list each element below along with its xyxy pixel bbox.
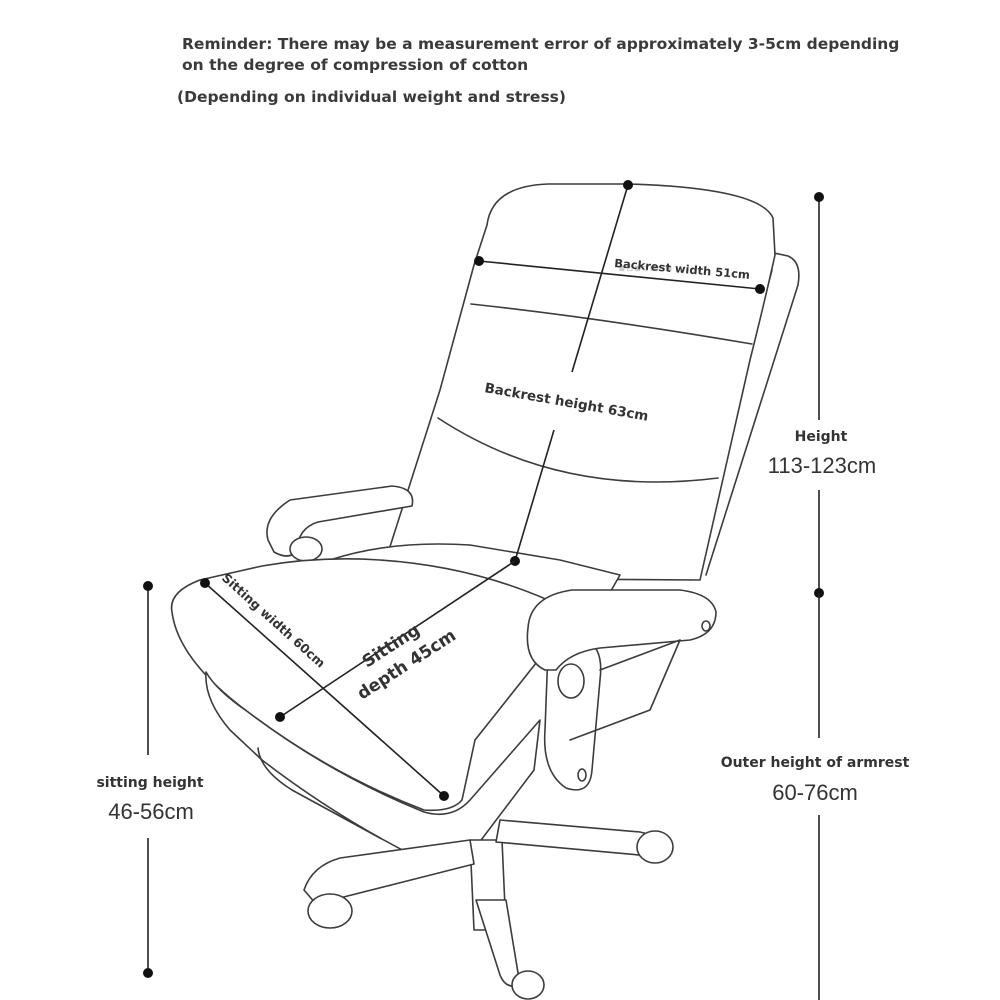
right-armrest-knob	[557, 663, 585, 699]
right-armrest	[526, 589, 717, 671]
backrest	[379, 183, 776, 581]
base-leg-left	[303, 839, 475, 905]
backrest-width-dot-left	[474, 256, 484, 266]
caster-front	[511, 970, 545, 1000]
rear-frame	[569, 639, 681, 741]
backrest-height-dot-top	[623, 180, 633, 190]
measurements	[143, 180, 824, 1000]
headrest-seam	[470, 303, 753, 345]
reminder-note: (Depending on individual weight and stre…	[177, 88, 566, 106]
sitting-height-label: sitting height	[96, 775, 203, 791]
caster-left	[307, 893, 353, 929]
right-armrest-bolt	[577, 768, 587, 782]
backrest-side	[705, 249, 800, 576]
sitting-height-dot-top	[143, 581, 153, 591]
sitting-width-line	[204, 582, 445, 797]
sitting-width-dot-front	[439, 791, 449, 801]
sitting-height-dot-bottom	[143, 968, 153, 978]
height-dot-top	[814, 192, 824, 202]
sitting-depth-line	[279, 560, 516, 718]
left-armrest	[266, 485, 414, 557]
lumbar-seam	[437, 417, 719, 483]
backrest-height-line-lower	[514, 429, 555, 562]
height-label: Height	[795, 429, 848, 445]
base-leg-front	[475, 899, 521, 988]
backrest-width-line	[478, 260, 761, 290]
footrest-line	[257, 747, 381, 839]
backrest-height-line-upper	[571, 184, 629, 373]
sitting-height-value: 46-56cm	[108, 799, 194, 824]
armrest-height-value: 60-76cm	[772, 780, 858, 805]
reminder-text: Reminder: There may be a measurement err…	[182, 35, 900, 74]
chair-illustration: ▪▫▪▫▪▫▪	[170, 183, 800, 1000]
left-armrest-knob	[289, 536, 323, 562]
headrest-logo-mark: ▪▫▪▫▪▫▪	[618, 261, 673, 276]
sitting-width-dot-back	[200, 578, 210, 588]
sitting-depth-dot-front	[275, 712, 285, 722]
right-armrest-end	[701, 620, 711, 632]
base-leg-right	[495, 819, 661, 857]
armrest-height-label: Outer height of armrest	[721, 755, 910, 771]
backrest-width-dot-right	[755, 284, 765, 294]
height-value: 113-123cm	[768, 453, 876, 478]
caster-right	[636, 830, 674, 864]
